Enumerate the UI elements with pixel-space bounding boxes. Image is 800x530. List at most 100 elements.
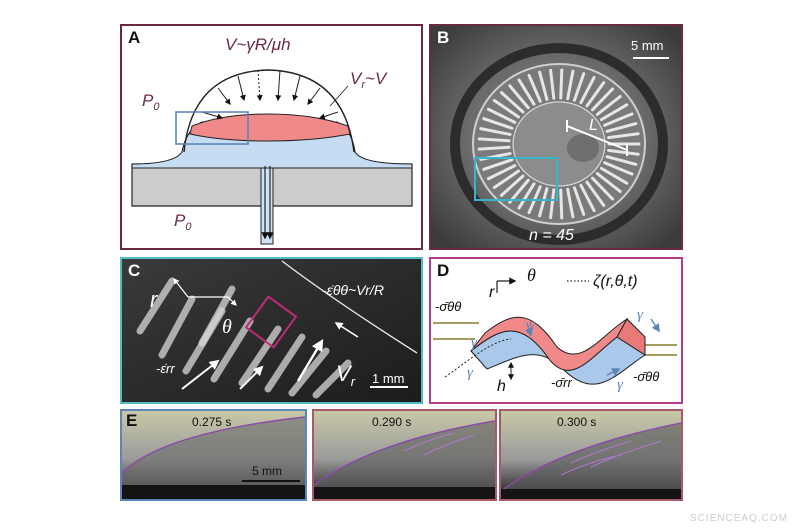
wrinkle-streak: [264, 333, 306, 393]
gamma-arrow-3: [606, 368, 621, 376]
wrinkle-spoke: [508, 178, 530, 204]
panel-c: r θ -ε̇θθ~Vr/R -ε̇rr Vr 1 mm C: [120, 257, 423, 404]
wrinkle-spoke: [486, 107, 517, 124]
panel-b: L 5 mm n = 45 B: [429, 24, 683, 250]
panel-d-schematic: θ r ζ(r,θ,t) -σ̄θθ γ γ γ γ γ h -σ̄rr -σ̄…: [433, 265, 677, 395]
wrinkle-spoke: [517, 78, 536, 106]
wrinkle-spoke: [579, 75, 596, 105]
wrinkle-spoke: [605, 122, 638, 133]
wrinkle-streak: [288, 347, 330, 397]
wrinkle-spoke: [492, 169, 521, 189]
zoom-region-box: [175, 111, 249, 145]
wrinkle-spoke: [590, 87, 615, 112]
wrinkle-spoke: [599, 103, 629, 122]
radial-arrow-right: [318, 111, 339, 120]
inflow-arrow-2: [237, 75, 246, 102]
panel-b-photo: L 5 mm n = 45: [431, 26, 681, 248]
wrinkle-spoke: [585, 81, 606, 108]
wrinkle-spoke: [477, 137, 511, 143]
scale-bar-label: 5 mm: [252, 464, 282, 478]
inflow-arrow-3: [256, 69, 263, 102]
strain-rr-label: -ε̇rr: [156, 361, 175, 376]
wrinkle-spoke: [549, 68, 556, 100]
wrinkle-spoke: [479, 127, 512, 136]
frame-time: 0.290 s: [372, 415, 412, 429]
wrinkle-spoke: [559, 188, 564, 220]
vr-label: Vr: [336, 361, 356, 389]
radial-velocity-equation: Vr~V: [350, 69, 388, 91]
panel-e: 5 mm 0.275 s E 0.290 s 0.300 s: [120, 409, 683, 501]
wrinkle-spoke: [605, 155, 638, 166]
gamma-arrow-1: [524, 322, 533, 337]
inflow-arrow-4: [275, 69, 282, 102]
sigma-theta-top: -σ̄θθ: [435, 299, 461, 314]
length-indicator: [566, 125, 628, 151]
h-label: h: [497, 378, 506, 395]
panel-d: θ r ζ(r,θ,t) -σ̄θθ γ γ γ γ γ h -σ̄rr -σ̄…: [429, 257, 683, 404]
scale-bar-label: 5 mm: [631, 38, 664, 53]
wrinkle-spoke: [477, 145, 511, 151]
wrinkle-spoke: [486, 164, 517, 181]
r-label: r: [489, 284, 495, 301]
theta-label: θ: [222, 316, 232, 338]
r-arrow: [173, 278, 189, 298]
wrinkle-spoke: [572, 72, 586, 102]
pressure-top: P0: [142, 91, 160, 113]
gamma-arrow-2: [650, 318, 660, 333]
panel-c-photo: r θ -ε̇θθ~Vr/R -ε̇rr Vr 1 mm: [122, 259, 421, 402]
panel-c-label: C: [128, 261, 141, 280]
frame-1: 5 mm 0.275 s E: [120, 409, 307, 501]
magnified-element-box: [244, 295, 298, 349]
velocity-equation: V~γR/μh: [225, 35, 291, 54]
wrinkle-spoke: [538, 187, 549, 218]
wrinkle-spoke: [566, 187, 575, 219]
wrinkle-spoke: [566, 69, 575, 101]
wrinkle-spoke: [549, 188, 556, 220]
frame-2: 0.290 s: [312, 409, 497, 501]
zeta-label: ζ(r,θ,t): [593, 273, 638, 290]
inflow-arrow-1: [217, 87, 231, 105]
drain-pipe: [260, 155, 274, 245]
film-edge: [281, 260, 418, 354]
length-label: L: [589, 117, 598, 134]
wrinkle-streak: [136, 277, 176, 335]
panel-d-label: D: [437, 261, 450, 280]
strain-rr-arrow-2: [239, 365, 264, 390]
wrinkle-spoke: [599, 166, 629, 185]
strain-rr-arrow-1: [181, 359, 220, 390]
radial-arrow-left: [201, 111, 224, 120]
wrinkle-spoke: [499, 91, 525, 114]
vr-leader: [329, 85, 349, 107]
panel-a-schematic: V~γR/μh Vr~V P0 P0: [131, 35, 413, 245]
vr-arrow: [296, 338, 324, 382]
wrinkle-spoke: [579, 183, 596, 213]
wrinkle-spoke: [538, 70, 549, 101]
inner-disk: [512, 101, 606, 187]
wrinkle-spoke: [508, 84, 530, 110]
panel-a: V~γR/μh Vr~V P0 P0 A: [120, 24, 423, 250]
gamma-label-1: γ: [471, 335, 478, 351]
wrinkle-spoke: [492, 99, 521, 119]
wrinkle-streak: [158, 295, 196, 359]
wrinkle-spoke: [527, 73, 542, 103]
wrinkle-spoke: [482, 117, 514, 130]
wrinkle-spoke: [603, 161, 634, 176]
sigma-rr-label: -σ̄rr: [551, 375, 572, 390]
zoom-region-box: [474, 157, 558, 201]
frame-3: 0.300 s: [499, 409, 683, 501]
gamma-label-3: γ: [637, 307, 644, 323]
frame-time: 0.300 s: [557, 415, 597, 429]
wrinkle-pattern: [477, 68, 641, 220]
inflow-arrow-5: [292, 75, 301, 102]
strain-theta-label: -ε̇θθ~Vr/R: [322, 282, 384, 298]
panel-b-label: B: [437, 28, 450, 47]
thin-film: [189, 113, 351, 142]
gamma-label-4: γ: [467, 365, 474, 381]
wrinkle-spoke: [517, 182, 536, 210]
gamma-label-2: γ: [529, 317, 536, 333]
wrinkle-spoke: [607, 148, 640, 156]
wrinkle-count: n = 45: [529, 227, 574, 244]
sigma-theta-bottom: -σ̄θθ: [633, 369, 659, 384]
panel-e-label: E: [126, 411, 138, 430]
wrinkle-spoke: [559, 68, 564, 100]
